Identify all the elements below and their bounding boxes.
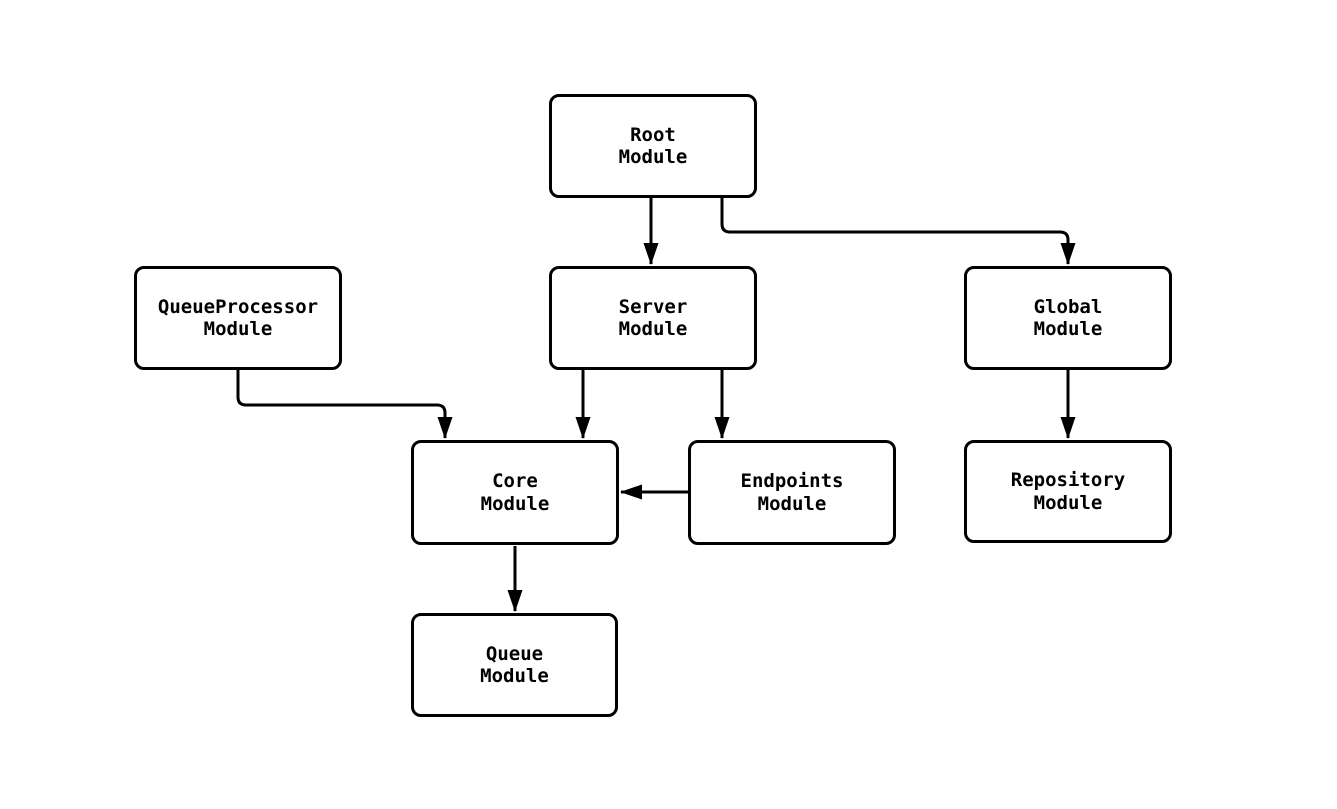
node-endpoints-module: Endpoints Module [688, 440, 896, 545]
edge-root-to-global [720, 198, 1076, 265]
node-global-module: Global Module [964, 266, 1172, 370]
node-repository-module: Repository Module [964, 440, 1172, 543]
node-queue-module: Queue Module [411, 613, 618, 717]
node-core-module: Core Module [411, 440, 619, 545]
node-server-module: Server Module [549, 266, 757, 370]
node-root-module: Root Module [549, 94, 757, 198]
node-queueprocessor-module: QueueProcessor Module [134, 266, 342, 370]
edge-queueprocessor-to-core [236, 370, 453, 439]
